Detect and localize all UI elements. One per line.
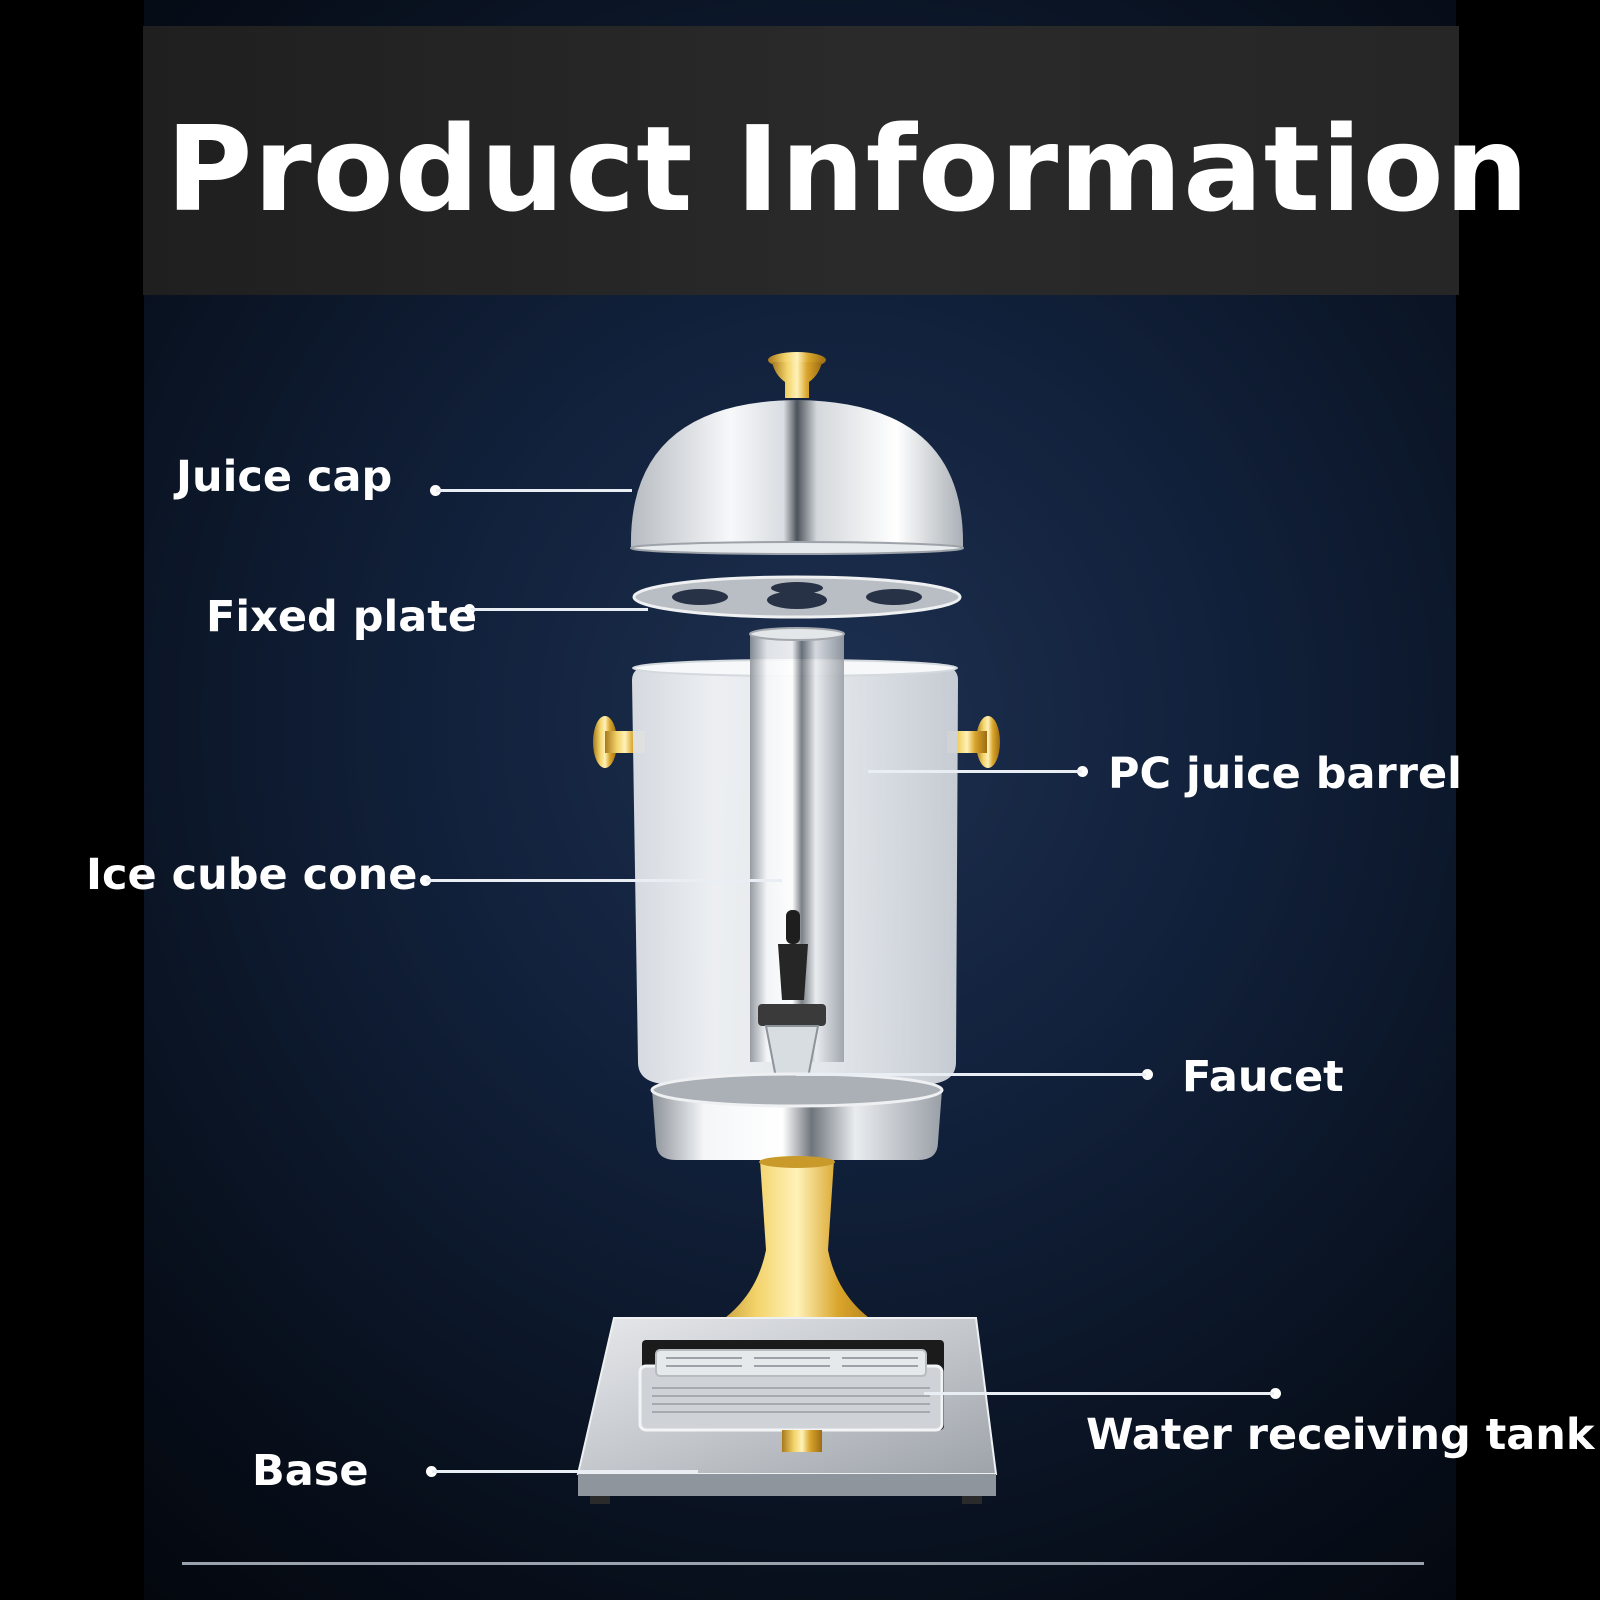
water-receiving-tank-leader-line [924,1392,1274,1395]
fixed-plate-callout-dot [464,604,475,615]
faucet-leader-line [796,1073,1146,1076]
base-label: Base [252,1446,369,1496]
faucet-label: Faucet [1182,1052,1344,1102]
base-callout-dot [426,1466,437,1477]
water-receiving-tank-drawing [638,1349,944,1452]
page-title: Product Information [166,100,1530,238]
fixed-plate-label: Fixed plate [206,592,478,642]
drip-ring-drawing [650,1072,944,1160]
juice-cap-callout-dot [430,485,441,496]
fixed-plate-drawing [632,575,962,619]
left-black-border [0,0,144,1600]
pc-juice-barrel-label: PC juice barrel [1108,749,1462,799]
right-black-border [1456,0,1600,1600]
base-leader-line [432,1470,698,1473]
juice-cap-leader-line [436,489,632,492]
juice-cap-drawing [630,352,964,555]
gold-stand-drawing [694,1156,900,1336]
ice-cube-cone-callout-dot [420,875,431,886]
faucet-callout-dot [1142,1069,1153,1080]
pc-juice-barrel-callout-dot [1077,766,1088,777]
ice-cube-cone-label: Ice cube cone [86,850,418,900]
water-receiving-tank-label: Water receiving tank [1086,1410,1595,1460]
title-banner [143,26,1459,295]
fixed-plate-leader-line [470,608,648,611]
ice-cube-cone-leader-line [426,879,782,882]
juice-cap-label: Juice cap [176,452,393,502]
pc-juice-barrel-leader-line [868,770,1082,773]
bottom-divider [182,1562,1424,1565]
water-receiving-tank-callout-dot [1270,1388,1281,1399]
